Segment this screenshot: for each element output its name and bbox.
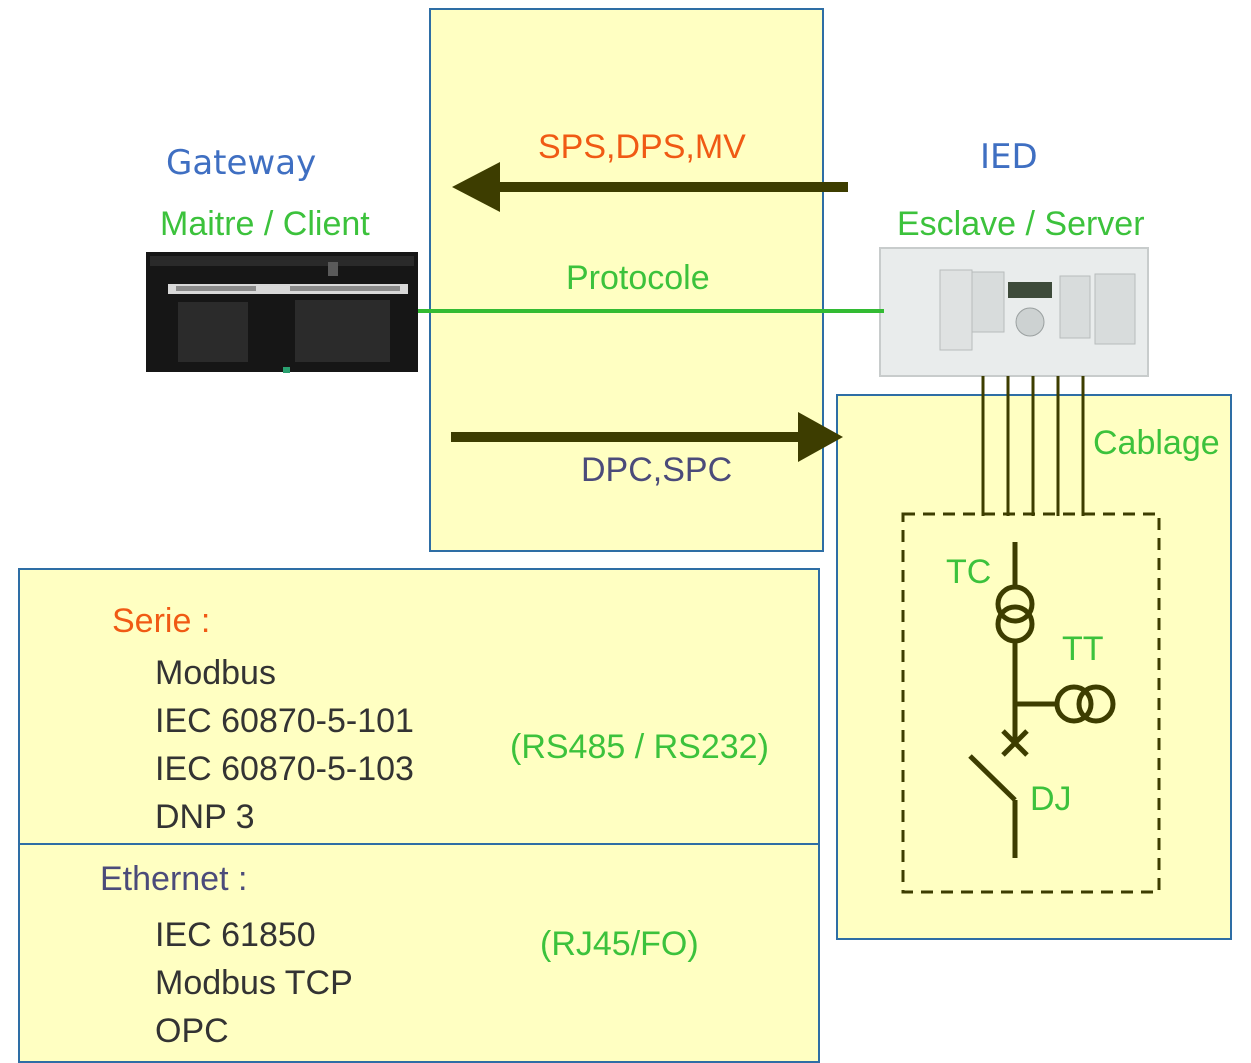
tt-transformer-icon [1054, 684, 1094, 724]
serial-protocol-item: IEC 60870-5-103 [155, 750, 414, 788]
gateway-title: Gateway [166, 143, 317, 183]
ethernet-protocol-item: IEC 61850 [155, 916, 316, 954]
downstream-arrow [451, 412, 843, 462]
serial-protocol-item: DNP 3 [155, 798, 255, 836]
single-line-diagram [968, 542, 1116, 858]
wiring-label: Cablage [1093, 424, 1220, 462]
serial-protocol-item: Modbus [155, 654, 276, 692]
ethernet-title: Ethernet : [100, 860, 248, 898]
circuit-breaker-icon [968, 754, 1017, 802]
dj-label: DJ [1030, 780, 1072, 818]
tc-label: TC [946, 553, 992, 591]
ethernet-panel [18, 843, 820, 1063]
ied-role: Esclave / Server [897, 205, 1145, 243]
serial-media-label: (RS485 / RS232) [510, 728, 769, 766]
wiring-cables [981, 376, 1085, 516]
downstream-commands-label: DPC,SPC [581, 451, 733, 489]
protocol-label: Protocole [566, 259, 710, 297]
ethernet-media-label: (RJ45/FO) [540, 925, 699, 963]
ied-relay-icon [879, 247, 1149, 377]
tt-label: TT [1062, 630, 1104, 668]
ied-title: IED [980, 137, 1038, 177]
tc-transformer-icon [995, 584, 1035, 624]
gateway-role: Maitre / Client [160, 205, 370, 243]
bay-dashed-frame [901, 512, 1161, 894]
serial-title: Serie : [112, 602, 211, 640]
ethernet-protocol-item: OPC [155, 1012, 229, 1050]
upstream-arrow [452, 162, 848, 212]
serial-protocol-item: IEC 60870-5-101 [155, 702, 414, 740]
gateway-computer-icon [146, 252, 418, 373]
protocol-panel [429, 8, 824, 552]
ethernet-protocol-item: Modbus TCP [155, 964, 353, 1002]
upstream-signals-label: SPS,DPS,MV [538, 128, 746, 166]
